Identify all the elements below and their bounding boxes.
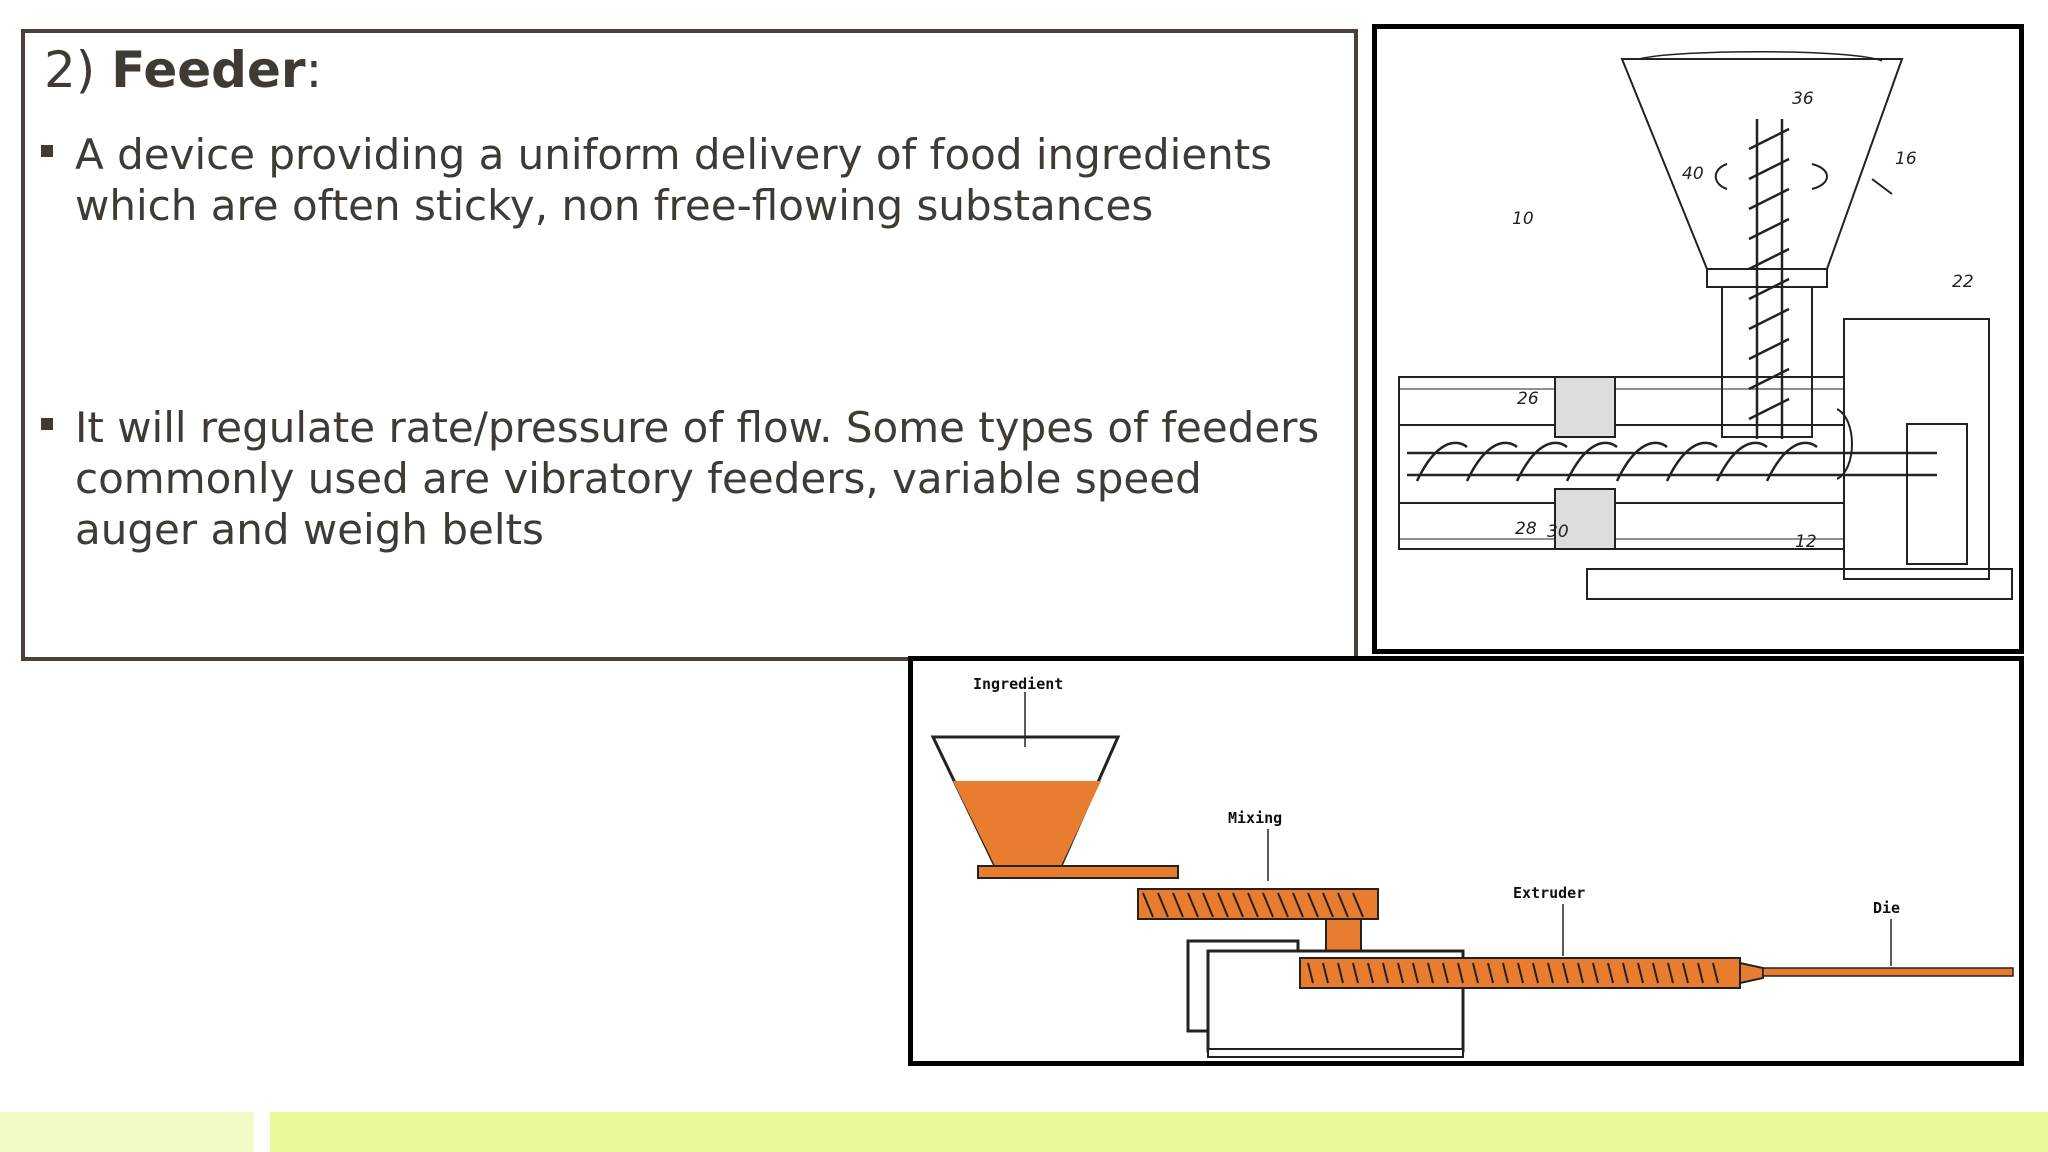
ref-number: 30 [1547, 522, 1569, 542]
reference-numbers: 36 40 16 10 22 26 28 30 12 [1512, 89, 1974, 552]
bullet-text: It will regulate rate/pressure of flow. … [75, 403, 1320, 554]
bullet-text: A device providing a uniform delivery of… [75, 130, 1273, 230]
ref-number: 36 [1792, 89, 1814, 109]
ref-number: 28 [1515, 519, 1537, 539]
ref-number: 12 [1795, 532, 1817, 552]
extruder-label: Extruder [1513, 884, 1585, 902]
ref-number: 10 [1512, 209, 1534, 229]
bullet-item: It will regulate rate/pressure of flow. … [41, 402, 1335, 555]
ref-number: 40 [1682, 164, 1704, 184]
heading-title: Feeder [111, 41, 306, 99]
bullet-marker-icon [41, 418, 53, 430]
die-label: Die [1873, 899, 1900, 917]
feed-tube [977, 865, 1179, 879]
horizontal-auger [1407, 441, 1937, 482]
die-output [1762, 967, 2014, 977]
heading-number: 2) [44, 41, 96, 99]
feeder-patent-drawing: 36 40 16 10 22 26 28 30 12 [1372, 24, 2024, 654]
ref-number: 22 [1952, 272, 1974, 292]
footer-bar-right [270, 1112, 2048, 1152]
vertical-auger [1748, 119, 1790, 439]
ingredient-label: Ingredient [973, 675, 1063, 693]
ingredient-fill [953, 781, 1101, 866]
feed-tube [1721, 286, 1813, 438]
ref-number: 26 [1517, 389, 1539, 409]
text-panel: 2) Feeder: A device providing a uniform … [21, 29, 1358, 661]
extruder-schematic-svg: Ingredient Mixing Extruder Die [930, 675, 2014, 1058]
bullet-marker-icon [41, 145, 53, 157]
footer-bar-left [0, 1112, 254, 1152]
base-plate [1586, 568, 2013, 600]
ref-number: 16 [1895, 149, 1917, 169]
mixing-label: Mixing [1228, 809, 1282, 827]
collar-bottom [1554, 488, 1616, 550]
slide-heading: 2) Feeder: [44, 41, 322, 99]
bullet-item: A device providing a uniform delivery of… [41, 129, 1335, 231]
hopper-outline [1620, 58, 1904, 270]
heading-suffix: : [305, 41, 323, 99]
motor-housing [1843, 318, 1990, 580]
extruder-schematic: Ingredient Mixing Extruder Die [908, 656, 2024, 1066]
feeder-patent-svg: 36 40 16 10 22 26 28 30 12 [1398, 51, 2013, 600]
collar-top [1554, 376, 1616, 438]
